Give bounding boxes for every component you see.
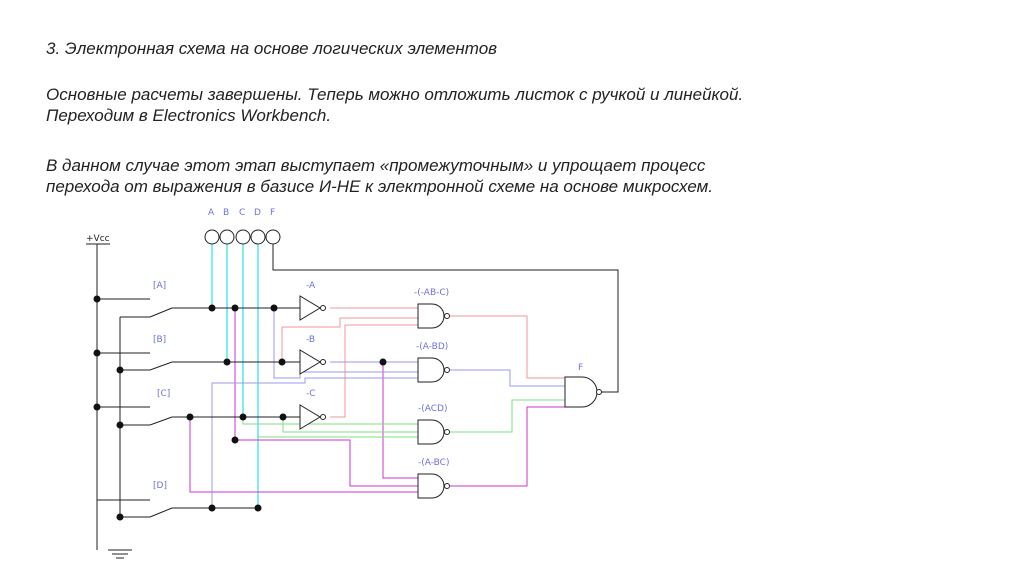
magenta-wires [189, 308, 565, 493]
probe-lamps [204, 229, 281, 245]
probe-label-c: C [239, 208, 245, 218]
inverters [299, 295, 326, 430]
inverter-label-b: -B [306, 335, 315, 345]
output-label-f: F [578, 363, 583, 373]
nand-label-1: -(-AB-C) [414, 288, 449, 298]
paragraph-2-line-2: перехода от выражения в базисе И-НЕ к эл… [46, 177, 713, 196]
probe-label-d: D [254, 208, 261, 218]
switch-label-b: [B] [153, 335, 166, 345]
probe-label-a: A [208, 208, 215, 218]
vcc-label: +Vcc [86, 234, 110, 244]
nand-label-2: -(A-BD) [416, 342, 448, 352]
switch-label-a: [A] [153, 281, 166, 291]
green-wires [242, 399, 565, 438]
switch-label-d: [D] [153, 481, 167, 491]
pink-wires [281, 307, 565, 418]
probe-wires [211, 244, 259, 508]
inverter-label-a: -A [306, 281, 316, 291]
paragraph-1-line-2: Переходим в Electronics Workbench. [46, 106, 332, 125]
inverter-label-c: -C [306, 389, 316, 399]
slide-title: 3. Электронная схема на основе логически… [46, 39, 498, 58]
nand-label-3: -(ACD) [418, 404, 447, 414]
switch-label-c: [C] [157, 389, 170, 399]
lavender-wires [211, 308, 565, 508]
probe-label-f: F [270, 208, 275, 218]
junction-dots [93, 295, 387, 521]
paragraph-1-line-1: Основные расчеты завершены. Теперь можно… [46, 85, 744, 104]
nand-gates [417, 303, 602, 499]
paragraph-2-line-1: В данном случае этот этап выступает «про… [46, 156, 706, 175]
probe-label-b: B [223, 208, 229, 218]
black-wires [86, 243, 619, 559]
nand-label-4: -(A-BC) [418, 458, 449, 468]
